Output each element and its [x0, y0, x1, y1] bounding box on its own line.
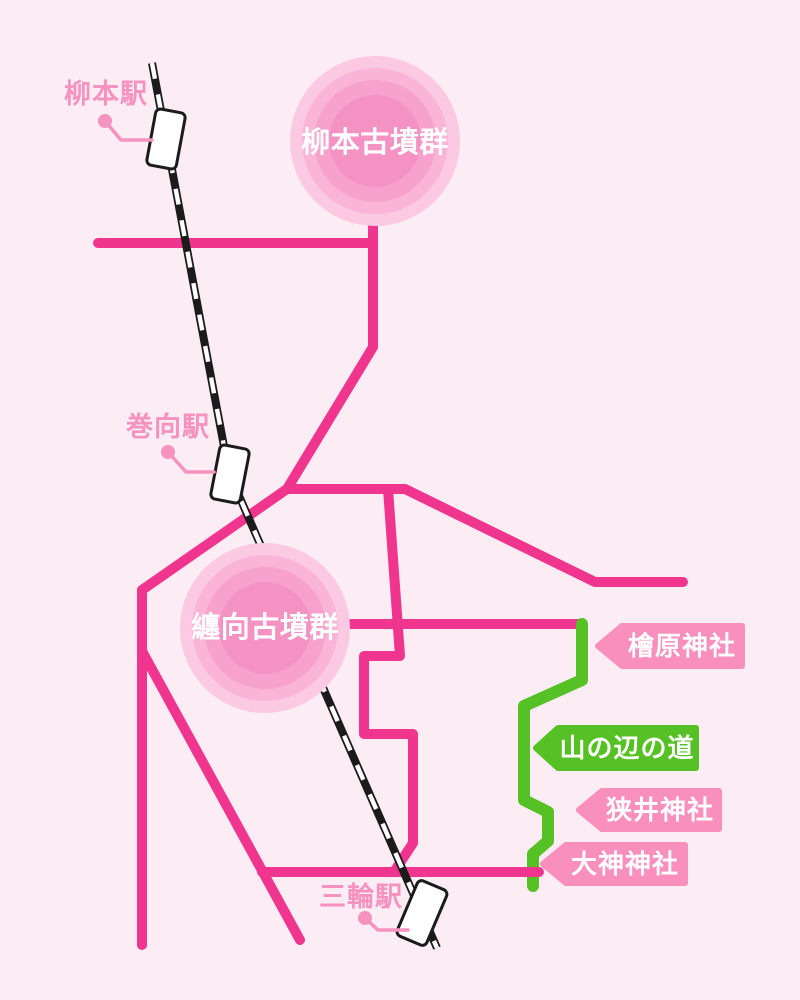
leader-line	[103, 119, 154, 142]
leader-line	[166, 450, 216, 474]
site-circle-makimuku: 纏向古墳群	[180, 543, 350, 713]
shrine-label-sai: 狭井神社	[605, 795, 714, 825]
leader-dot-icon	[161, 445, 175, 459]
trail-label-yamanobe: 山の辺の道	[559, 733, 694, 763]
road-southwest-diagonal	[137, 646, 305, 945]
station-callout-makimuku: 巻向駅	[125, 411, 216, 474]
station-callout-miwa: 三輪駅	[319, 881, 410, 932]
leader-dot-icon	[358, 911, 372, 925]
road-center-zigzag	[359, 484, 418, 874]
arrow-tag-icon	[576, 788, 722, 832]
site-core	[219, 582, 311, 674]
site-core	[329, 95, 421, 187]
shrine-tag-omiwa: 大神神社	[540, 842, 688, 886]
station-marker-yanagimoto	[145, 107, 187, 171]
trail-tag-yamanobe: 山の辺の道	[533, 725, 699, 771]
station-callout-yanagimoto: 柳本駅	[64, 79, 154, 142]
shrine-label-omiwa: 大神神社	[571, 849, 679, 879]
leader-dot-icon	[98, 114, 112, 128]
site-label-makimuku: 纏向古墳群	[191, 610, 339, 644]
arrow-tag-icon	[533, 725, 699, 771]
site-circle-yanagimoto: 柳本古墳群	[290, 56, 460, 226]
station-label-yanagimoto: 柳本駅	[64, 79, 148, 109]
arrow-tag-icon	[595, 623, 745, 669]
shrine-tag-hibara: 檜原神社	[595, 623, 745, 669]
arrow-tag-icon	[540, 842, 688, 886]
yamanobe-trail-path	[518, 618, 588, 892]
road-east-route	[282, 484, 688, 587]
station-label-makimuku: 巻向駅	[125, 411, 210, 442]
station-marker-miwa	[395, 879, 449, 947]
shrine-tag-sai: 狭井神社	[576, 788, 722, 832]
site-label-yanagimoto: 柳本古墳群	[301, 126, 449, 159]
station-label-miwa: 三輪駅	[319, 881, 403, 912]
shrine-label-hibara: 檜原神社	[628, 631, 736, 661]
station-marker-makimuku	[209, 443, 251, 505]
